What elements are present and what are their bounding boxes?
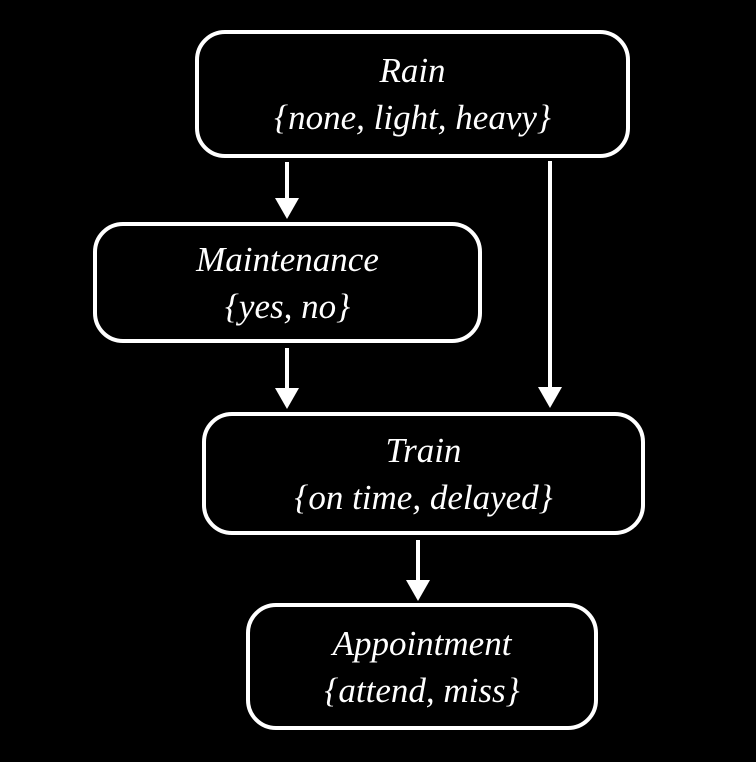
node-appointment-title: Appointment bbox=[332, 623, 512, 663]
arrow-shaft bbox=[416, 540, 420, 580]
node-appointment-states: {attend, miss} bbox=[324, 670, 520, 710]
arrow-head-icon bbox=[275, 198, 299, 219]
node-maintenance-title: Maintenance bbox=[196, 239, 379, 279]
node-train-title: Train bbox=[385, 430, 462, 470]
edge-rain-to-train-arrow bbox=[538, 161, 562, 408]
arrow-shaft bbox=[285, 162, 289, 198]
node-train-states: {on time, delayed} bbox=[294, 477, 553, 517]
node-rain: Rain {none, light, heavy} bbox=[195, 30, 630, 158]
node-train: Train {on time, delayed} bbox=[202, 412, 645, 535]
node-maintenance: Maintenance {yes, no} bbox=[93, 222, 482, 343]
arrow-shaft bbox=[548, 161, 552, 387]
node-rain-states: {none, light, heavy} bbox=[274, 98, 551, 137]
node-appointment: Appointment {attend, miss} bbox=[246, 603, 598, 730]
edge-rain-to-maintenance-arrow bbox=[275, 162, 299, 219]
arrow-head-icon bbox=[275, 388, 299, 409]
arrow-head-icon bbox=[538, 387, 562, 408]
node-maintenance-states: {yes, no} bbox=[224, 286, 351, 326]
node-rain-title: Rain bbox=[379, 51, 446, 90]
arrow-shaft bbox=[285, 348, 289, 388]
edge-train-to-appointment-arrow bbox=[406, 540, 430, 601]
edge-maintenance-to-train-arrow bbox=[275, 348, 299, 409]
arrow-head-icon bbox=[406, 580, 430, 601]
